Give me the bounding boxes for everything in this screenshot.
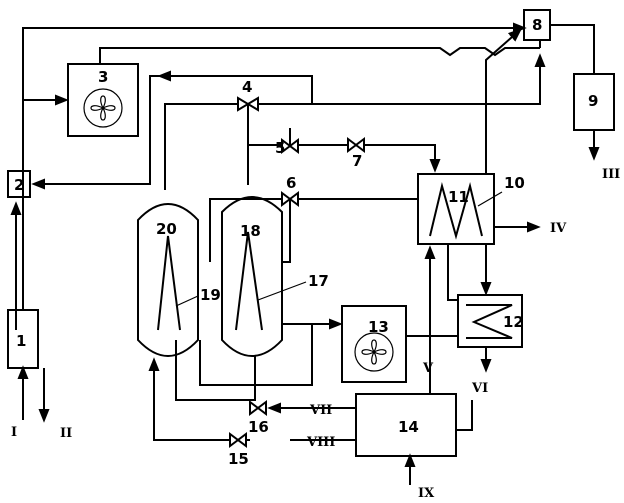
unit-label-20: 20 [156, 220, 177, 238]
unit-label-9: 9 [588, 92, 598, 110]
exchanger-coil-12-icon [466, 304, 513, 339]
unit-14-box [355, 393, 457, 457]
unit-label-4: 4 [242, 78, 252, 96]
unit-label-3: 3 [98, 68, 108, 86]
fan-13-icon [354, 332, 394, 372]
unit-9-box [573, 73, 615, 131]
stream-label-VIII: VIII [306, 435, 335, 450]
line-11-to-8 [485, 28, 523, 174]
unit-label-14: 14 [398, 418, 419, 436]
line-top-return [157, 70, 313, 104]
heater-coil-11-icon [429, 182, 483, 240]
stream-label-IV: IV [550, 221, 567, 236]
stream-label-IX: IX [418, 486, 435, 501]
unit-label-11: 11 [448, 188, 469, 206]
stream-VIII-line [154, 360, 356, 441]
unit-label-1: 1 [16, 332, 26, 350]
leader-19 [175, 295, 199, 307]
fan-icon [83, 88, 123, 128]
unit-label-18: 18 [240, 222, 261, 240]
stream-label-I: I [11, 425, 17, 440]
stream-VI-line [456, 400, 473, 431]
line-11-12 [447, 244, 458, 301]
stream-label-VII: VII [309, 403, 332, 418]
line-6-down [282, 199, 291, 263]
unit-13-box [341, 305, 407, 383]
unit-label-2: 2 [14, 176, 24, 194]
unit-label-5: 5 [275, 139, 285, 157]
stream-label-III: III [602, 167, 620, 182]
valve-5-icon [281, 138, 299, 154]
unit-label-16: 16 [248, 418, 269, 436]
unit-label-19: 19 [200, 286, 221, 304]
unit-label-10: 10 [504, 174, 525, 192]
stream-label-V: V [422, 361, 434, 376]
valve-7-icon [347, 137, 365, 153]
stream-label-VI: VI [471, 381, 488, 396]
heater-19-icon [157, 235, 181, 331]
heater-17-icon [235, 231, 263, 331]
valve-15-icon [229, 432, 247, 448]
unit-3-box [67, 63, 139, 137]
line-8-to-9 [550, 24, 595, 74]
reactor-18-vessel [221, 196, 283, 357]
line-via-4 [164, 53, 546, 190]
unit-label-12: 12 [503, 313, 524, 331]
line-3-out [99, 47, 540, 64]
unit-label-8: 8 [532, 16, 542, 34]
valve-16-icon [249, 400, 267, 416]
valve-6-icon [281, 191, 299, 207]
unit-label-13: 13 [368, 318, 389, 336]
fan-blades-icon [90, 95, 116, 121]
unit-label-15: 15 [228, 450, 249, 468]
unit-label-17: 17 [308, 272, 329, 290]
line-11-to-6 [209, 198, 418, 262]
line-16-loop [175, 340, 256, 401]
stream-label-II: II [60, 426, 72, 441]
unit-label-6: 6 [286, 174, 296, 192]
leader-17 [257, 281, 307, 301]
fan-13-blades-icon [361, 339, 387, 365]
unit-label-7: 7 [352, 152, 362, 170]
leader-10 [477, 191, 503, 207]
line-to-2 [31, 75, 160, 190]
valve-4-icon [237, 96, 259, 112]
